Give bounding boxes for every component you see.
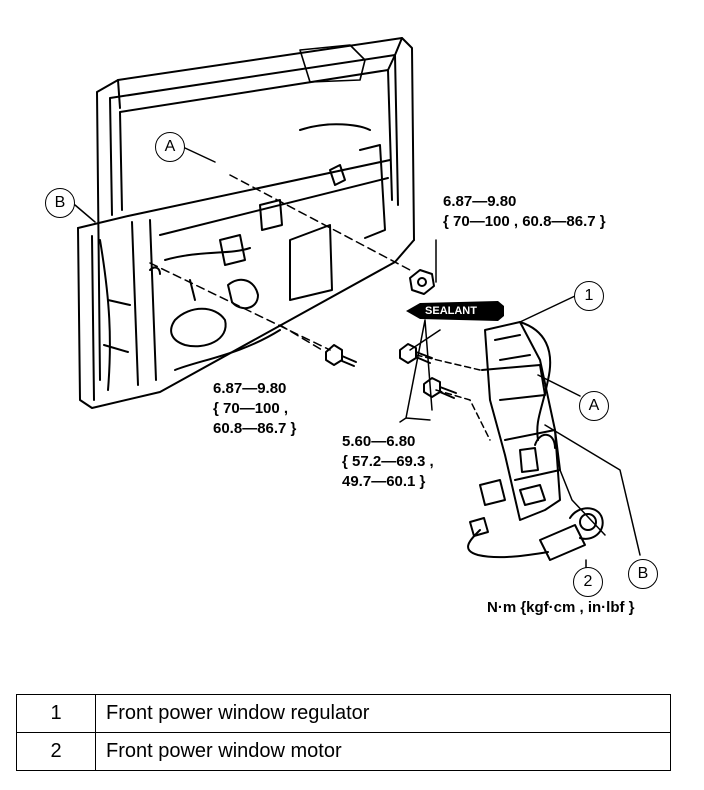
regulator-nut xyxy=(409,269,435,295)
window-motor xyxy=(467,507,604,561)
callout-a-door: A xyxy=(155,132,185,162)
torque-bolt-line3: 60.8—86.7 } xyxy=(213,420,297,437)
regulator-bolt-lower xyxy=(423,377,457,399)
torque-nut-line1: 6.87—9.80 xyxy=(443,193,517,210)
leader-lines xyxy=(74,147,641,576)
torque-regulator-line1: 5.60—6.80 xyxy=(342,433,416,450)
torque-spec-nut: 6.87—9.80 { 70—100 , 60.8—86.7 } xyxy=(443,192,606,232)
door-exploded-diagram xyxy=(74,37,641,576)
torque-bolt-line2: { 70—100 , xyxy=(213,400,289,417)
legend-description: Front power window regulator xyxy=(95,694,671,733)
callout-b-regulator: B xyxy=(628,559,658,589)
callout-b-door: B xyxy=(45,188,75,218)
torque-regulator-line3: 49.7—60.1 } xyxy=(342,473,426,490)
torque-regulator-line2: { 57.2—69.3 , xyxy=(342,453,434,470)
units-label: N·m {kgf·cm , in·lbf } xyxy=(487,599,635,616)
callout-1-regulator: 1 xyxy=(574,281,604,311)
door-inner-panel xyxy=(77,44,415,409)
torque-bolt-line1: 6.87—9.80 xyxy=(213,380,287,397)
door-frame xyxy=(96,37,415,381)
torque-spec-bolt: 6.87—9.80 { 70—100 , 60.8—86.7 } xyxy=(213,379,296,439)
callout-a-regulator: A xyxy=(579,391,609,421)
parts-legend-table: 1 Front power window regulator 2 Front p… xyxy=(16,694,671,771)
sealant-tag xyxy=(406,301,504,321)
sealant-label: SEALANT xyxy=(425,305,477,317)
legend-number: 2 xyxy=(16,732,96,771)
table-row: 1 Front power window regulator xyxy=(16,694,671,733)
legend-number: 1 xyxy=(16,694,96,733)
door-bolt xyxy=(325,344,357,367)
callout-2-motor: 2 xyxy=(573,567,603,597)
torque-nut-line2: { 70—100 , 60.8—86.7 } xyxy=(443,213,606,230)
window-regulator xyxy=(479,321,561,521)
torque-spec-regulator: 5.60—6.80 { 57.2—69.3 , 49.7—60.1 } xyxy=(342,432,434,492)
legend-description: Front power window motor xyxy=(95,732,671,771)
table-row: 2 Front power window motor xyxy=(16,732,671,771)
